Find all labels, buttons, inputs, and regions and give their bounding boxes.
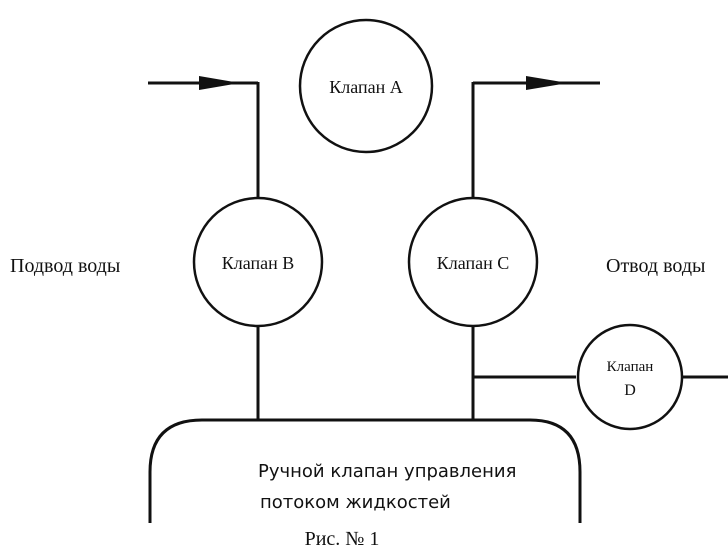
- valve-b-label: Клапан B: [222, 253, 295, 273]
- valve-d-label-line1: Клапан: [607, 359, 654, 375]
- manual-valve-label-line2: потоком жидкостей: [260, 492, 451, 513]
- valve-d: [576, 323, 684, 431]
- valve-c-label: Клапан C: [437, 253, 510, 273]
- manual-valve-label-line1: Ручной клапан управления: [258, 461, 516, 482]
- outlet-arrow-icon: [526, 76, 568, 90]
- valve-a: [298, 18, 434, 154]
- manual-flow-valve-body: [148, 418, 582, 523]
- water-outlet-label: Отвод воды: [606, 255, 705, 277]
- valve-c: [407, 196, 539, 328]
- valve-b: [192, 196, 324, 328]
- figure-caption: Рис. № 1: [305, 528, 380, 550]
- water-inlet-label: Подвод воды: [10, 255, 120, 277]
- inlet-arrow-icon: [199, 76, 240, 90]
- valve-a-label: Клапан A: [329, 77, 403, 97]
- valve-d-label-line2: D: [624, 382, 636, 399]
